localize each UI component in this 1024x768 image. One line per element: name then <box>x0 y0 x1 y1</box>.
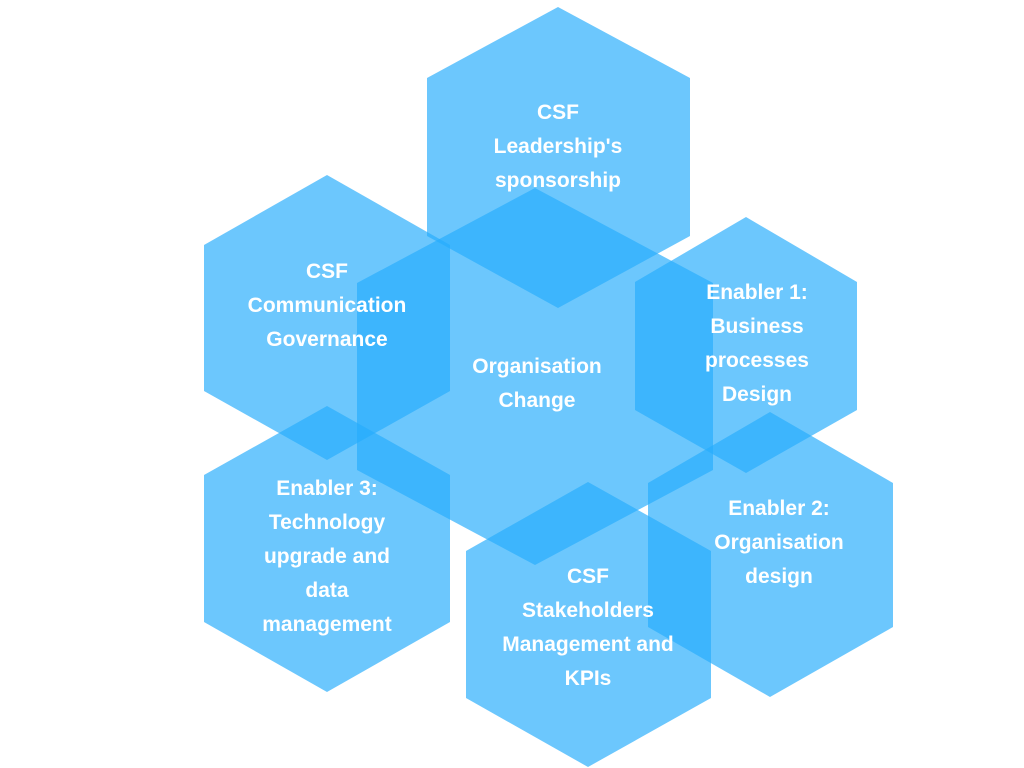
label-lower-right: Enabler 2: Organisation design <box>679 492 879 594</box>
label-line: Leadership's <box>493 135 623 158</box>
label-line: Business <box>710 315 804 338</box>
label-line: CSF <box>537 101 579 124</box>
hex-upper-left <box>204 175 450 460</box>
label-lower-left: Enabler 3: Technology upgrade and data m… <box>227 472 427 642</box>
label-line: data <box>305 579 349 602</box>
label-line: Governance <box>266 328 388 351</box>
label-line: Enabler 1: <box>706 281 808 304</box>
label-line: Organisation <box>714 531 844 554</box>
label-line: Communication <box>247 294 407 317</box>
label-line: sponsorship <box>494 169 621 192</box>
label-bottom: CSF Stakeholders Management and KPIs <box>478 560 698 696</box>
label-line: Enabler 2: <box>728 497 830 520</box>
hex-lower-left <box>204 406 450 692</box>
label-upper-left: CSF Communication Governance <box>227 255 427 357</box>
label-line: Organisation <box>472 355 602 378</box>
label-line: Change <box>498 389 576 412</box>
label-line: processes <box>705 349 809 372</box>
hex-top <box>427 7 690 308</box>
label-line: CSF <box>567 565 609 588</box>
label-upper-right: Enabler 1: Business processes Design <box>657 276 857 412</box>
label-center: Organisation Change <box>437 350 637 418</box>
label-line: Stakeholders <box>522 599 654 622</box>
label-top: CSF Leadership's sponsorship <box>458 96 658 198</box>
label-line: KPIs <box>564 667 612 690</box>
hex-bottom <box>466 482 711 767</box>
label-line: upgrade and <box>263 545 390 568</box>
label-line: Enabler 3: <box>276 477 378 500</box>
hex-upper-right <box>635 217 857 473</box>
label-line: Technology <box>268 511 386 534</box>
label-line: CSF <box>306 260 348 283</box>
label-line: management <box>262 613 392 636</box>
label-line: Management and <box>502 633 674 656</box>
label-line: Design <box>721 383 792 406</box>
label-line: design <box>745 565 813 588</box>
